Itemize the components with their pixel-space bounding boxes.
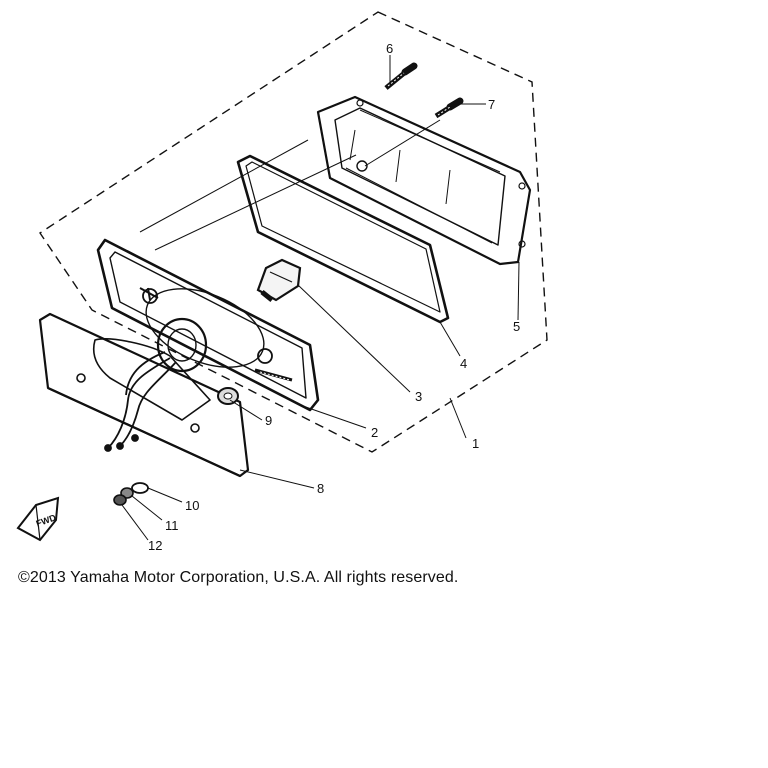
assembly-boundary [39,11,548,453]
gasket [236,154,450,324]
callout-1: 1 [472,436,479,451]
wiring-harness [104,351,177,452]
bulb [256,258,302,302]
callout-8: 8 [317,481,324,496]
callout-10: 10 [185,498,199,513]
callout-3: 3 [415,389,422,404]
fwd-arrow-icon: FWD [16,496,60,542]
callout-5: 5 [513,319,520,334]
callout-2: 2 [371,425,378,440]
callout-6: 6 [386,41,393,56]
callout-4: 4 [460,356,467,371]
callout-7: 7 [488,97,495,112]
screw-upper [384,62,418,90]
fastener-stack [113,482,149,506]
callouts: 6 7 5 4 3 2 1 9 8 10 11 12 [148,41,520,553]
lens-housing [316,95,532,266]
plate-bracket [38,312,250,478]
leader-lines [121,55,520,541]
callout-12: 12 [148,538,162,553]
light-base [96,238,320,412]
nut-9 [217,387,239,405]
copyright-notice: ©2013 Yamaha Motor Corporation, U.S.A. A… [18,569,459,586]
callout-9: 9 [265,413,272,428]
callout-11: 11 [165,518,179,533]
screw-right [434,97,464,119]
